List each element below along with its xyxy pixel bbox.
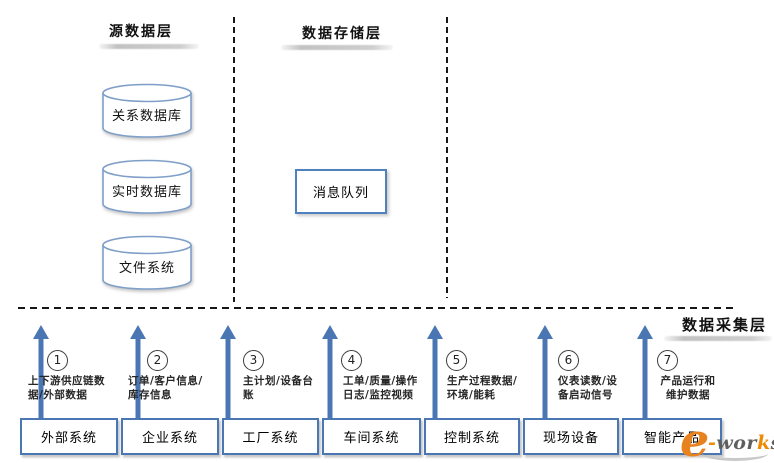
- cylinder-relational-database: 关系数据库: [101, 83, 193, 139]
- database-cylinder-icon: [102, 83, 192, 138]
- system-box-label: 现场设备: [542, 431, 599, 446]
- system-box-smart-products: 智能产品: [622, 418, 722, 455]
- horizontal-dashed-divider: [18, 307, 738, 309]
- channel-data-4: 工单/质量/操作 日志/监控视频: [343, 375, 418, 402]
- up-arrow-icon-1: [33, 325, 49, 418]
- cylinder-realtime-database: 实时数据库: [101, 159, 193, 215]
- channel-number-4: 4: [341, 350, 362, 371]
- vertical-dashed-divider-2: [446, 17, 448, 298]
- logo-s: s: [771, 432, 774, 454]
- logo-dash: -: [708, 432, 717, 454]
- system-box-field-devices: 现场设备: [523, 418, 619, 455]
- channel-data-2: 订单/客户信息/ 库存信息: [128, 375, 203, 402]
- system-box-label: 外部系统: [40, 431, 97, 446]
- cylinder-label: 关系数据库: [111, 109, 182, 124]
- layer-title-collection: 数据采集层: [681, 316, 767, 334]
- system-box-enterprise: 企业系统: [121, 418, 219, 455]
- channel-data-1: 上下游供应链数 据/外部数据: [28, 375, 105, 402]
- layer-title-storage: 数据存储层: [302, 26, 382, 42]
- system-box-label: 智能产品: [643, 431, 700, 446]
- database-cylinder-icon: [102, 159, 192, 214]
- up-arrow-icon-6: [537, 325, 553, 418]
- message-queue-label: 消息队列: [312, 186, 369, 201]
- vertical-dashed-divider-1: [233, 17, 235, 302]
- system-box-external: 外部系统: [20, 418, 118, 455]
- system-box-label: 车间系统: [343, 431, 400, 446]
- up-arrow-icon-4: [322, 325, 338, 418]
- up-arrow-icon-5: [427, 325, 443, 418]
- cylinder-label: 实时数据库: [111, 185, 182, 200]
- up-arrow-icon-2: [130, 325, 146, 418]
- channel-number-7: 7: [657, 350, 678, 371]
- channel-number-2: 2: [147, 350, 168, 371]
- channel-number-1: 1: [47, 350, 68, 371]
- channel-data-3: 主计划/设备台 账: [243, 375, 314, 402]
- database-cylinder-icon: [102, 235, 192, 290]
- channel-number-3: 3: [243, 350, 264, 371]
- system-box-workshop: 车间系统: [322, 418, 421, 455]
- collection-title-underline: [664, 336, 772, 341]
- eworks-logo: e -works: [680, 413, 774, 463]
- system-box-label: 控制系统: [443, 431, 500, 446]
- eworks-logo-swoosh: [702, 446, 768, 461]
- channel-number-5: 5: [446, 350, 467, 371]
- source-title-underline: [99, 44, 199, 49]
- up-arrow-icon-3: [220, 325, 236, 418]
- layer-title-source: 源数据层: [109, 24, 173, 40]
- system-box-label: 企业系统: [141, 431, 198, 446]
- up-arrow-icon-7: [637, 325, 653, 418]
- message-queue-box: 消息队列: [295, 169, 387, 214]
- system-box-label: 工厂系统: [242, 431, 299, 446]
- system-box-control: 控制系统: [424, 418, 520, 455]
- system-box-factory: 工厂系统: [222, 418, 319, 455]
- cylinder-file-system: 文件系统: [101, 235, 193, 291]
- storage-title-underline: [281, 45, 393, 50]
- channel-data-5: 生产过程数据/ 环境/能耗: [447, 375, 518, 402]
- channel-data-7: 产品运行和 维护数据: [660, 375, 716, 402]
- cylinder-label: 文件系统: [118, 261, 175, 276]
- channel-number-6: 6: [558, 350, 579, 371]
- channel-data-6: 仪表读数/设 备启动信号: [558, 375, 618, 402]
